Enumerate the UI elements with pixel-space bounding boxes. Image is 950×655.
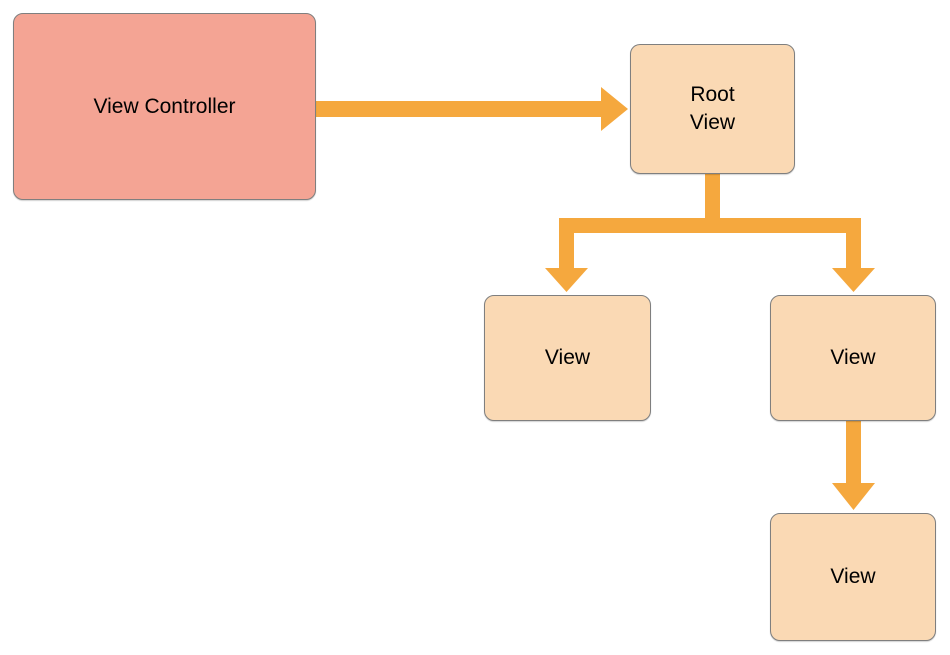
arrow-to-left-view-head [545,268,588,292]
arrow-to-right-view-shaft [846,233,861,268]
view-bottom-node: View [770,513,936,641]
arrow-controller-to-rootview [316,87,628,131]
view-controller-label: View Controller [93,94,236,118]
arrow-rightview-to-bottomview-head [832,483,875,510]
view-right-node: View [770,295,936,421]
view-bottom-label: View [830,565,876,589]
view-controller-node: View Controller [13,13,316,200]
arrow-rootview-stub [705,174,720,233]
arrow-to-left-view-shaft [559,233,574,268]
root-view-node: Root View [630,44,795,174]
arrow-rightview-to-bottomview-shaft [846,421,861,483]
view-right-label: View [830,346,876,370]
arrow-branch-bar [559,218,861,233]
view-left-node: View [484,295,651,421]
view-left-label: View [544,346,591,370]
root-view-label: Root View [689,83,736,134]
arrow-to-right-view-head [832,268,875,292]
